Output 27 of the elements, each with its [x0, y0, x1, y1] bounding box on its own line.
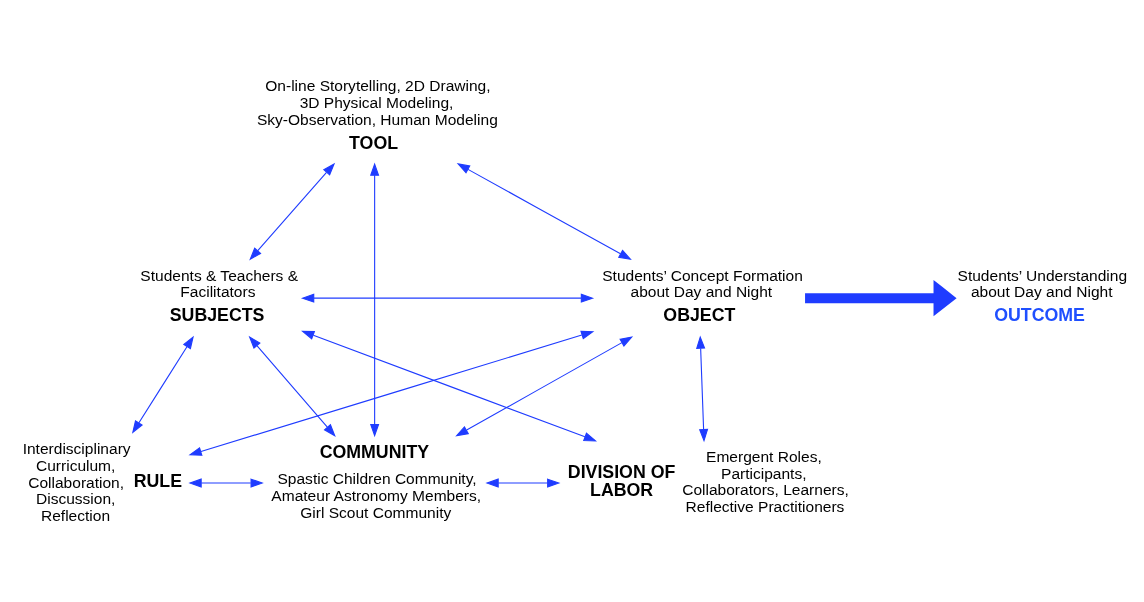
arrow: [301, 330, 598, 441]
arrow: [131, 335, 194, 434]
arrow: [455, 335, 634, 437]
node-label: Students’ Concept Formation about Day and Night: [602, 266, 803, 300]
node-text: DIVISION OF LABOR: [567, 461, 676, 500]
arrow: [188, 330, 595, 456]
arrow: [249, 162, 336, 260]
node-text: RULE: [133, 470, 183, 491]
arrow: [696, 334, 709, 442]
arrow: [456, 162, 632, 260]
node-label: Interdisciplinary Curriculum, Collaboration, Discussion, Reflection: [22, 439, 131, 524]
arrow: [369, 161, 380, 437]
node-label: Students & Teachers & Facilitators: [140, 266, 299, 300]
arrow: [188, 477, 264, 488]
node-text: TOOL: [349, 132, 399, 153]
node-label: On-line Storytelling, 2D Drawing, 3D Physical Modeling, Sky-Observation, Human Modeling: [256, 76, 498, 128]
node-text: SUBJECTS: [169, 304, 265, 325]
arrow: [805, 279, 957, 316]
node-text: OUTCOME: [994, 304, 1085, 325]
arrow: [300, 293, 595, 303]
node-text: COMMUNITY: [319, 441, 430, 462]
arrow: [485, 477, 561, 488]
node-label: Emergent Roles, Participants, Collaborators, Learners, Reflective Practitioners: [682, 447, 849, 515]
node-text: OBJECT: [663, 304, 736, 325]
node-label: Students’ Understanding about Day and Night: [957, 266, 1128, 300]
arrow: [248, 335, 336, 437]
node-label: Spastic Children Community, Amateur Astronomy Members, Girl Scout Community: [271, 469, 482, 521]
